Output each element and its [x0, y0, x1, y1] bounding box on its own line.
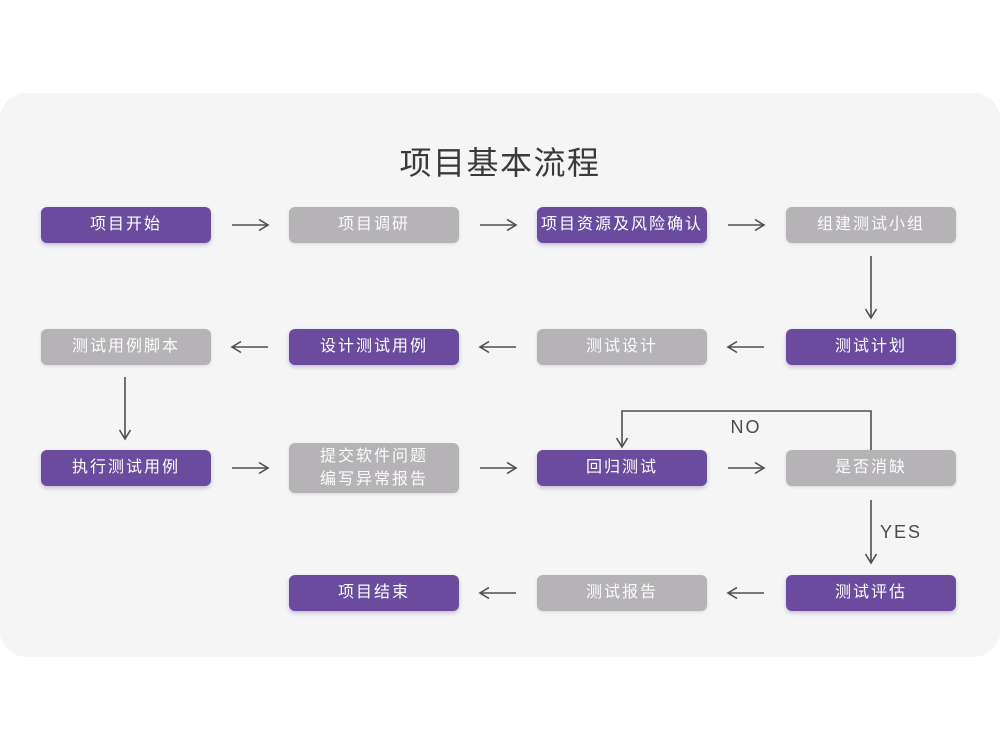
arrow-check-yes-to-evaluation	[864, 500, 878, 565]
node-project-research: 项目调研	[289, 207, 459, 243]
node-resource-risk-confirm: 项目资源及风险确认	[537, 207, 707, 243]
node-test-design: 测试设计	[537, 329, 707, 365]
arrow-cases-to-scripts	[230, 340, 268, 354]
node-submit-issue-report: 提交软件问题 编写异常报告	[289, 443, 459, 493]
node-project-start: 项目开始	[41, 207, 211, 243]
node-execute-test-cases: 执行测试用例	[41, 450, 211, 486]
arrow-regression-to-check	[728, 461, 766, 475]
arrow-confirm-to-team	[728, 218, 766, 232]
arrow-report-to-end	[478, 586, 516, 600]
node-design-test-cases: 设计测试用例	[289, 329, 459, 365]
node-regression-test: 回归测试	[537, 450, 707, 486]
flowchart-card	[0, 93, 1000, 657]
arrow-research-to-confirm	[480, 218, 518, 232]
node-build-test-team: 组建测试小组	[786, 207, 956, 243]
arrow-submit-to-regression	[480, 461, 518, 475]
node-defect-resolved-check: 是否消缺	[786, 450, 956, 486]
node-test-case-scripts: 测试用例脚本	[41, 329, 211, 365]
branch-label-no: NO	[730, 417, 762, 437]
arrow-team-to-plan	[864, 256, 878, 320]
node-test-plan: 测试计划	[786, 329, 956, 365]
node-test-report: 测试报告	[537, 575, 707, 611]
branch-label-yes: YES	[880, 522, 923, 542]
arrow-design-to-cases	[478, 340, 516, 354]
arrow-execute-to-submit	[232, 461, 270, 475]
arrow-evaluation-to-report	[726, 586, 764, 600]
arrow-start-to-research	[232, 218, 270, 232]
node-project-end: 项目结束	[289, 575, 459, 611]
arrow-check-no-loop	[615, 410, 872, 450]
arrow-scripts-to-execute	[118, 377, 132, 441]
node-test-evaluation: 测试评估	[786, 575, 956, 611]
arrow-plan-to-design	[726, 340, 764, 354]
diagram-title: 项目基本流程	[399, 145, 601, 181]
